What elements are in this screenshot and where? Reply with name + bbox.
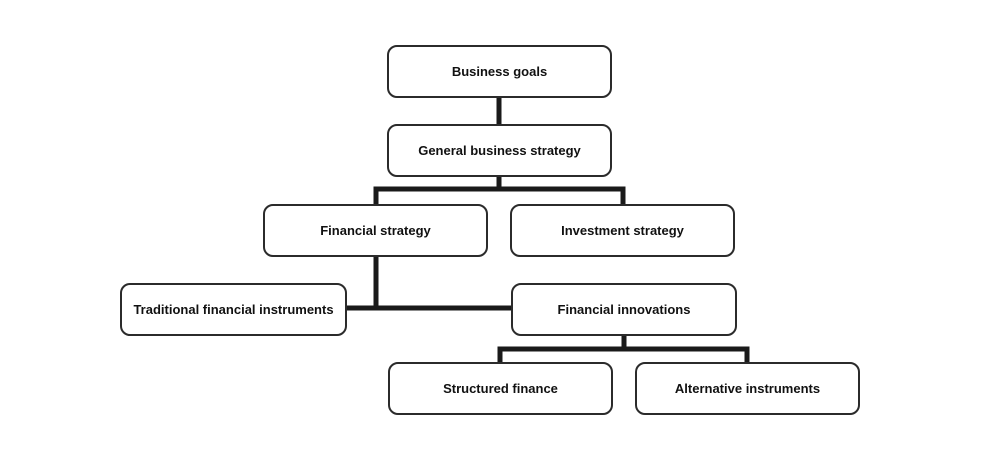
node-financial-strategy: Financial strategy (263, 204, 488, 257)
node-label: General business strategy (418, 143, 581, 158)
node-label: Traditional financial instruments (133, 302, 334, 317)
node-alternative-instruments: Alternative instruments (635, 362, 860, 415)
node-label: Financial innovations (557, 302, 691, 317)
node-label: Financial strategy (320, 223, 431, 238)
node-business-goals: Business goals (387, 45, 612, 98)
node-label: Structured finance (443, 381, 558, 396)
node-financial-innovations: Financial innovations (511, 283, 737, 336)
node-label: Alternative instruments (674, 381, 821, 396)
node-traditional-financial-instruments: Traditional financial instruments (120, 283, 347, 336)
node-investment-strategy: Investment strategy (510, 204, 735, 257)
node-label: Investment strategy (561, 223, 684, 238)
node-label: Business goals (451, 64, 548, 79)
node-structured-finance: Structured finance (388, 362, 613, 415)
node-general-business-strategy: General business strategy (387, 124, 612, 177)
